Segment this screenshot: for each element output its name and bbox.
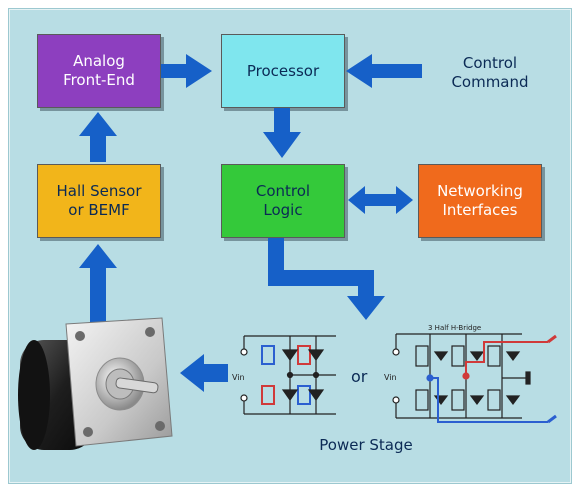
motor-screw-3 xyxy=(83,427,93,437)
arrow-processor-to-control xyxy=(263,108,301,158)
blue-current-path xyxy=(430,378,548,422)
motor-screw-2 xyxy=(145,327,155,337)
half-bridge-label: 3 Half H-Bridge xyxy=(428,324,481,332)
motor-screw-4 xyxy=(155,421,165,431)
switch-blue-1 xyxy=(262,346,274,364)
arrow-command-to-processor xyxy=(346,54,422,88)
motor-terminal xyxy=(526,372,530,384)
motor-screw-1 xyxy=(75,331,85,341)
arrow-afe-to-processor xyxy=(161,54,212,88)
vin-terminal-bottom xyxy=(241,395,247,401)
motor-image xyxy=(18,318,172,450)
power-stage-right-circuit xyxy=(393,334,556,422)
switch-blue-2 xyxy=(298,386,310,404)
arrow-power-to-motor xyxy=(180,354,228,392)
arrow-motor-to-hall xyxy=(79,244,117,322)
vin-left-label: Vin xyxy=(232,373,245,382)
switch-red-1 xyxy=(298,346,310,364)
arrow-control-network xyxy=(348,186,413,214)
switch-red-2 xyxy=(262,386,274,404)
motor-back xyxy=(18,340,50,450)
vin-right-label: Vin xyxy=(384,373,397,382)
arrow-control-to-power xyxy=(268,238,385,320)
power-stage-left-circuit xyxy=(241,336,336,414)
vin-terminal-top xyxy=(241,349,247,355)
arrow-hall-to-afe xyxy=(79,112,117,162)
